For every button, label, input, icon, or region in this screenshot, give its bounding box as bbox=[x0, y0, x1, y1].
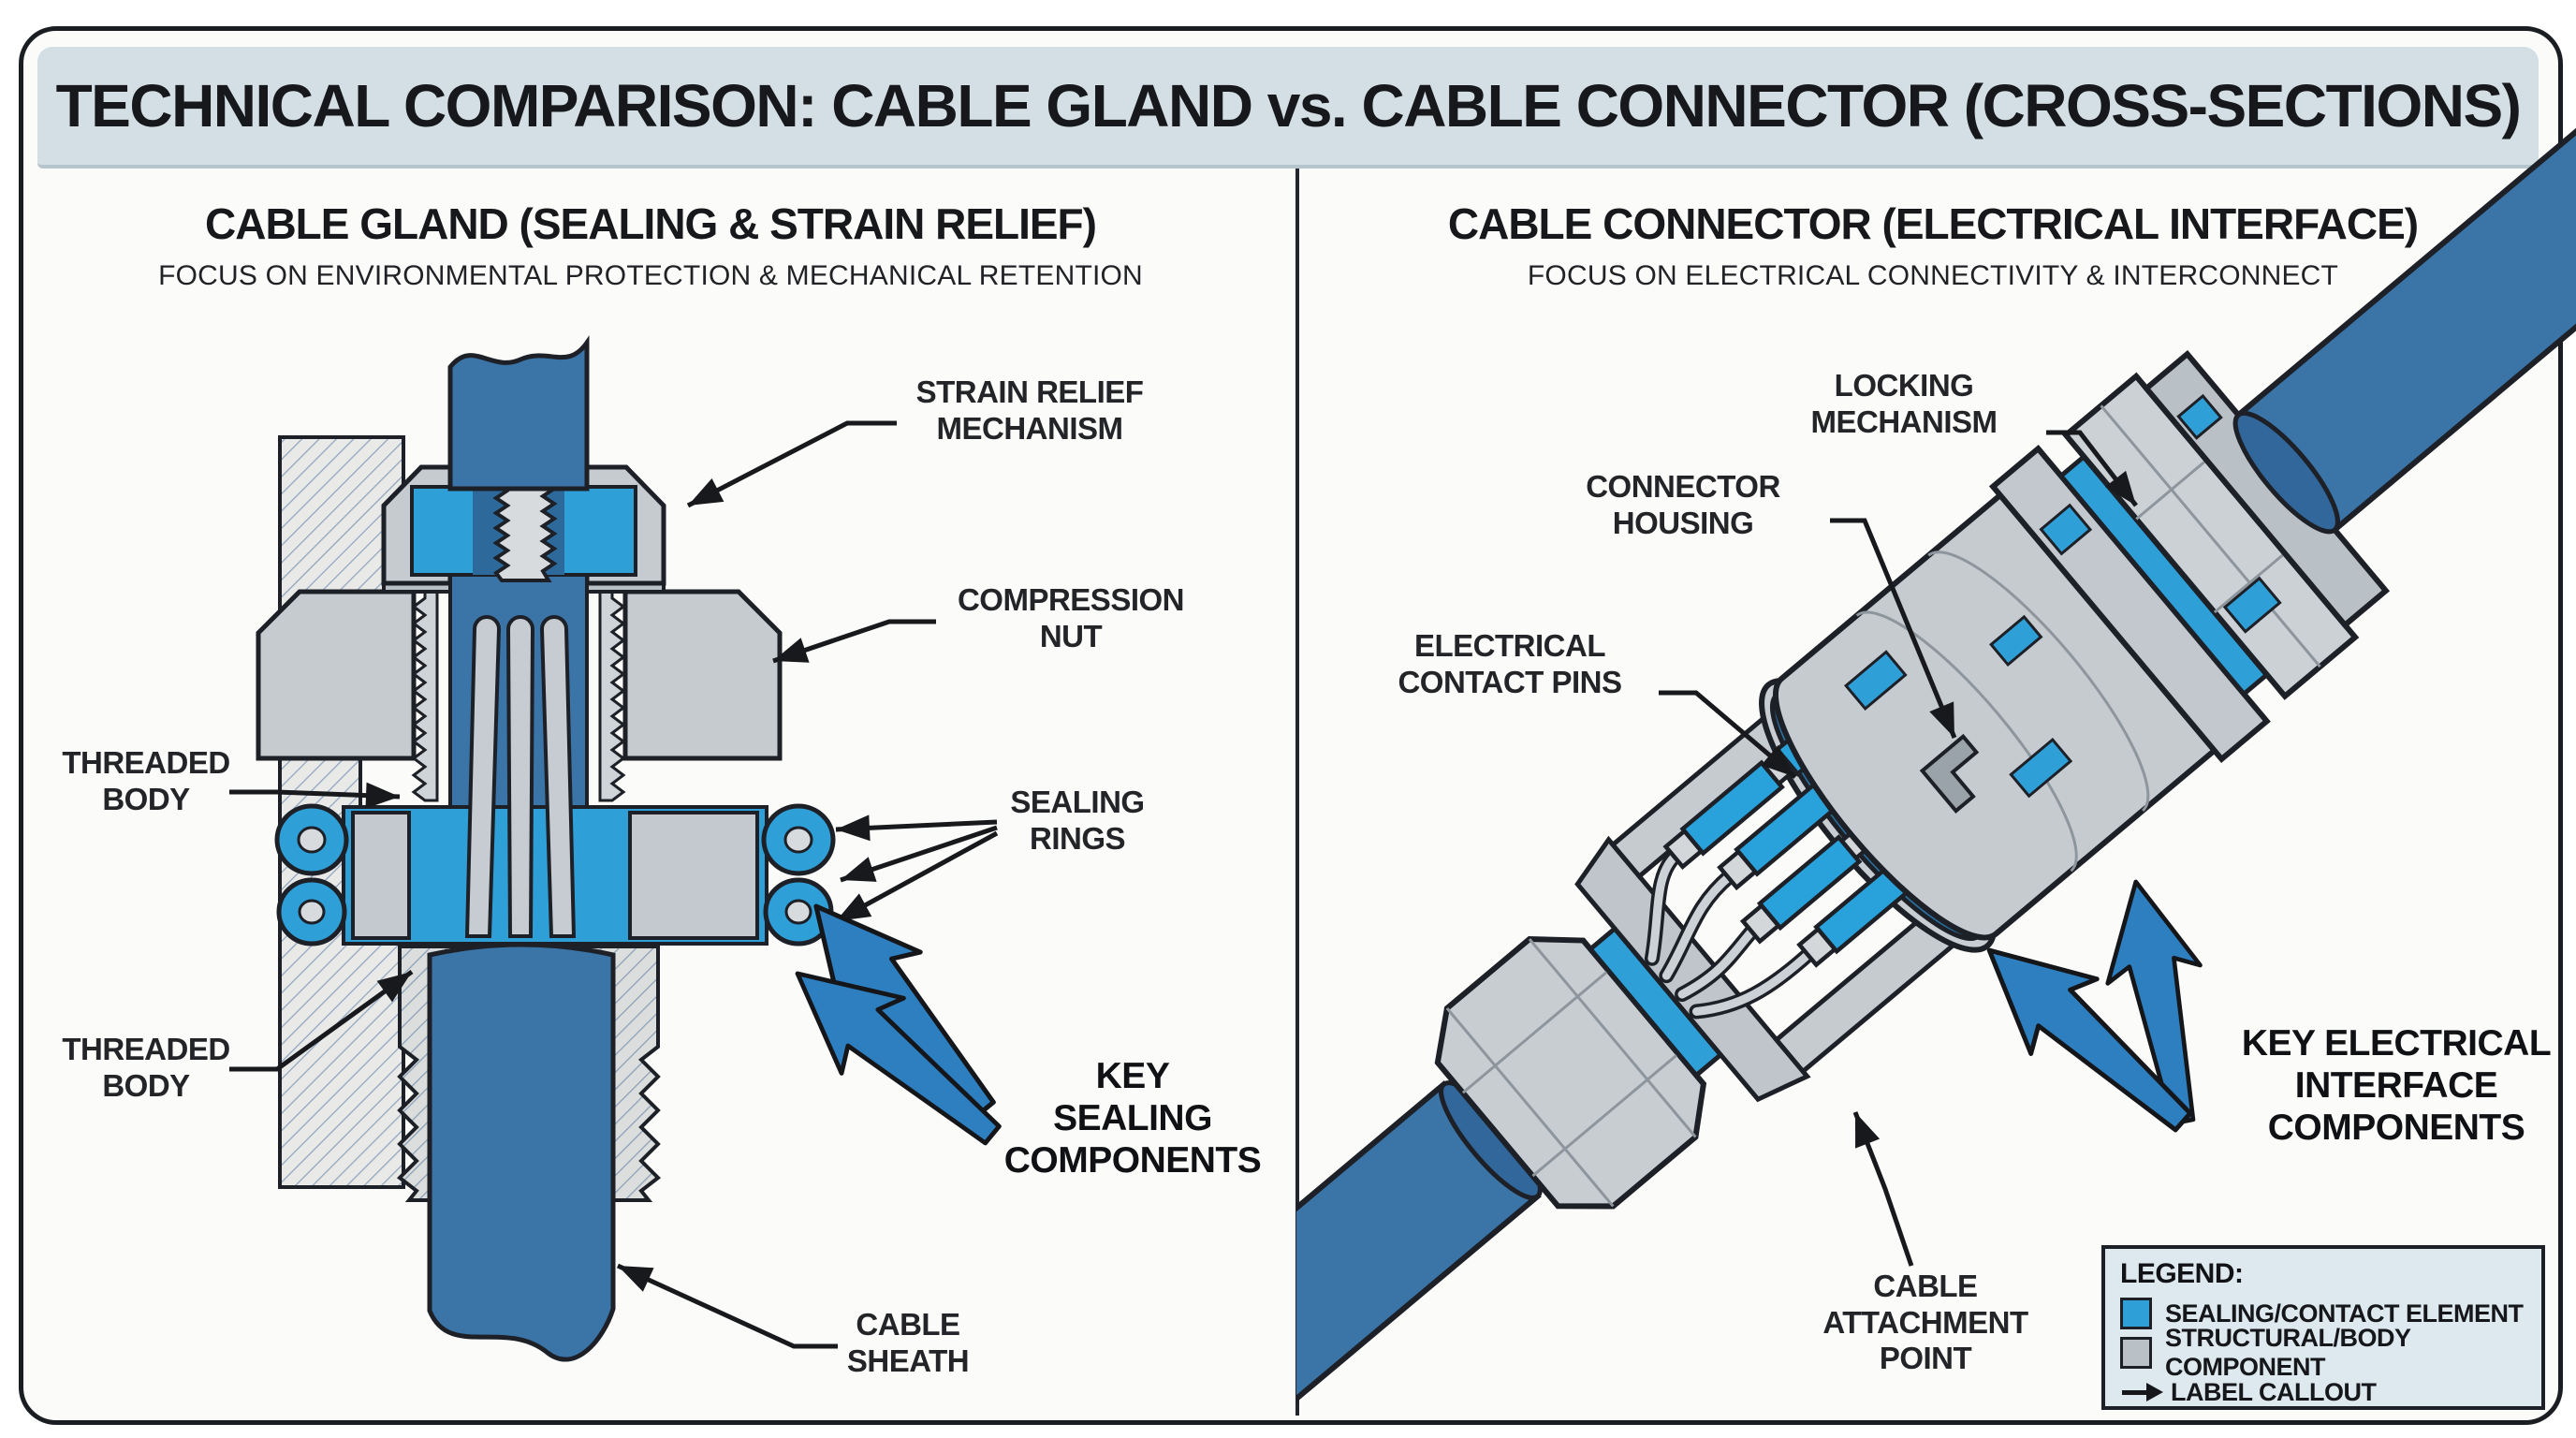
label-strain-relief-mechanism: STRAIN RELIEF MECHANISM bbox=[915, 374, 1144, 446]
title-band: TECHNICAL COMPARISON: CABLE GLAND vs. CA… bbox=[37, 47, 2539, 169]
cable-top bbox=[447, 335, 590, 492]
label-compression-nut: COMPRESSION NUT bbox=[957, 582, 1185, 653]
legend-item-label: SEALING/CONTACT ELEMENT bbox=[2165, 1299, 2524, 1328]
legend-title: LEGEND: bbox=[2120, 1258, 2244, 1289]
label-sealing-rings: SEALING RINGS bbox=[1010, 785, 1145, 856]
connector-assembly bbox=[1296, 50, 2576, 1438]
legend-row-callout: LABEL CALLOUT bbox=[2120, 1372, 2526, 1412]
sealing-contact-swatch-icon bbox=[2120, 1298, 2152, 1329]
left-panel-heading: CABLE GLAND (SEALING & STRAIN RELIEF) bbox=[205, 199, 1097, 248]
label-locking-mechanism: LOCKING MECHANISM bbox=[1810, 368, 1998, 439]
legend-row-sealing: SEALING/CONTACT ELEMENT bbox=[2120, 1294, 2526, 1333]
connector-housing-barrel bbox=[1772, 491, 2218, 941]
label-callout-arrow-icon bbox=[2120, 1376, 2165, 1408]
legend-item-label: LABEL CALLOUT bbox=[2171, 1377, 2377, 1406]
label-cable-sheath: CABLE SHEATH bbox=[846, 1307, 970, 1378]
cable-connector-diagram bbox=[1296, 50, 2576, 1438]
label-connector-housing: CONNECTOR HOUSING bbox=[1586, 469, 1780, 540]
conductor-wires bbox=[1644, 847, 1817, 1020]
cable-top-right bbox=[2232, 50, 2576, 535]
threaded-body-flange bbox=[256, 589, 783, 761]
right-panel-heading: CABLE CONNECTOR (ELECTRICAL INTERFACE) bbox=[1447, 199, 2419, 248]
structural-body-swatch-icon bbox=[2120, 1337, 2152, 1369]
legend-row-structural: STRUCTURAL/BODY COMPONENT bbox=[2120, 1324, 2526, 1381]
label-key-sealing-components: KEY SEALING COMPONENTS bbox=[1003, 1056, 1262, 1181]
body-threads bbox=[411, 590, 626, 802]
left-panel-subtitle: FOCUS ON ENVIRONMENTAL PROTECTION & MECH… bbox=[158, 260, 1143, 291]
page-title: TECHNICAL COMPARISON: CABLE GLAND vs. CA… bbox=[55, 72, 2522, 139]
sealing-rings bbox=[274, 803, 836, 946]
legend-item-label: STRUCTURAL/BODY COMPONENT bbox=[2165, 1324, 2411, 1381]
label-threaded-body-upper: THREADED BODY bbox=[62, 745, 230, 816]
ring-seats bbox=[351, 811, 759, 940]
label-threaded-body-lower: THREADED BODY bbox=[62, 1032, 230, 1103]
strain-relief-insert bbox=[410, 479, 637, 582]
cable-sheath bbox=[427, 942, 616, 1362]
legend: LEGEND: SEALING/CONTACT ELEMENT STRUCTUR… bbox=[2101, 1245, 2545, 1410]
panel-divider bbox=[1295, 169, 1299, 1416]
clamp-fingers bbox=[464, 615, 577, 938]
cable-bottom-left bbox=[1296, 1080, 1543, 1438]
right-panel-subtitle: FOCUS ON ELECTRICAL CONNECTIVITY & INTER… bbox=[1527, 260, 2339, 291]
label-cable-attachment-point: CABLE ATTACHMENT POINT bbox=[1822, 1269, 2028, 1376]
cable-gland-diagram bbox=[229, 335, 1296, 1362]
locking-mechanism-rings bbox=[1988, 349, 2391, 764]
label-key-electrical-interface: KEY ELECTRICAL INTERFACE COMPONENTS bbox=[2241, 1023, 2552, 1148]
label-electrical-contact-pins: ELECTRICAL CONTACT PINS bbox=[1398, 628, 1622, 699]
